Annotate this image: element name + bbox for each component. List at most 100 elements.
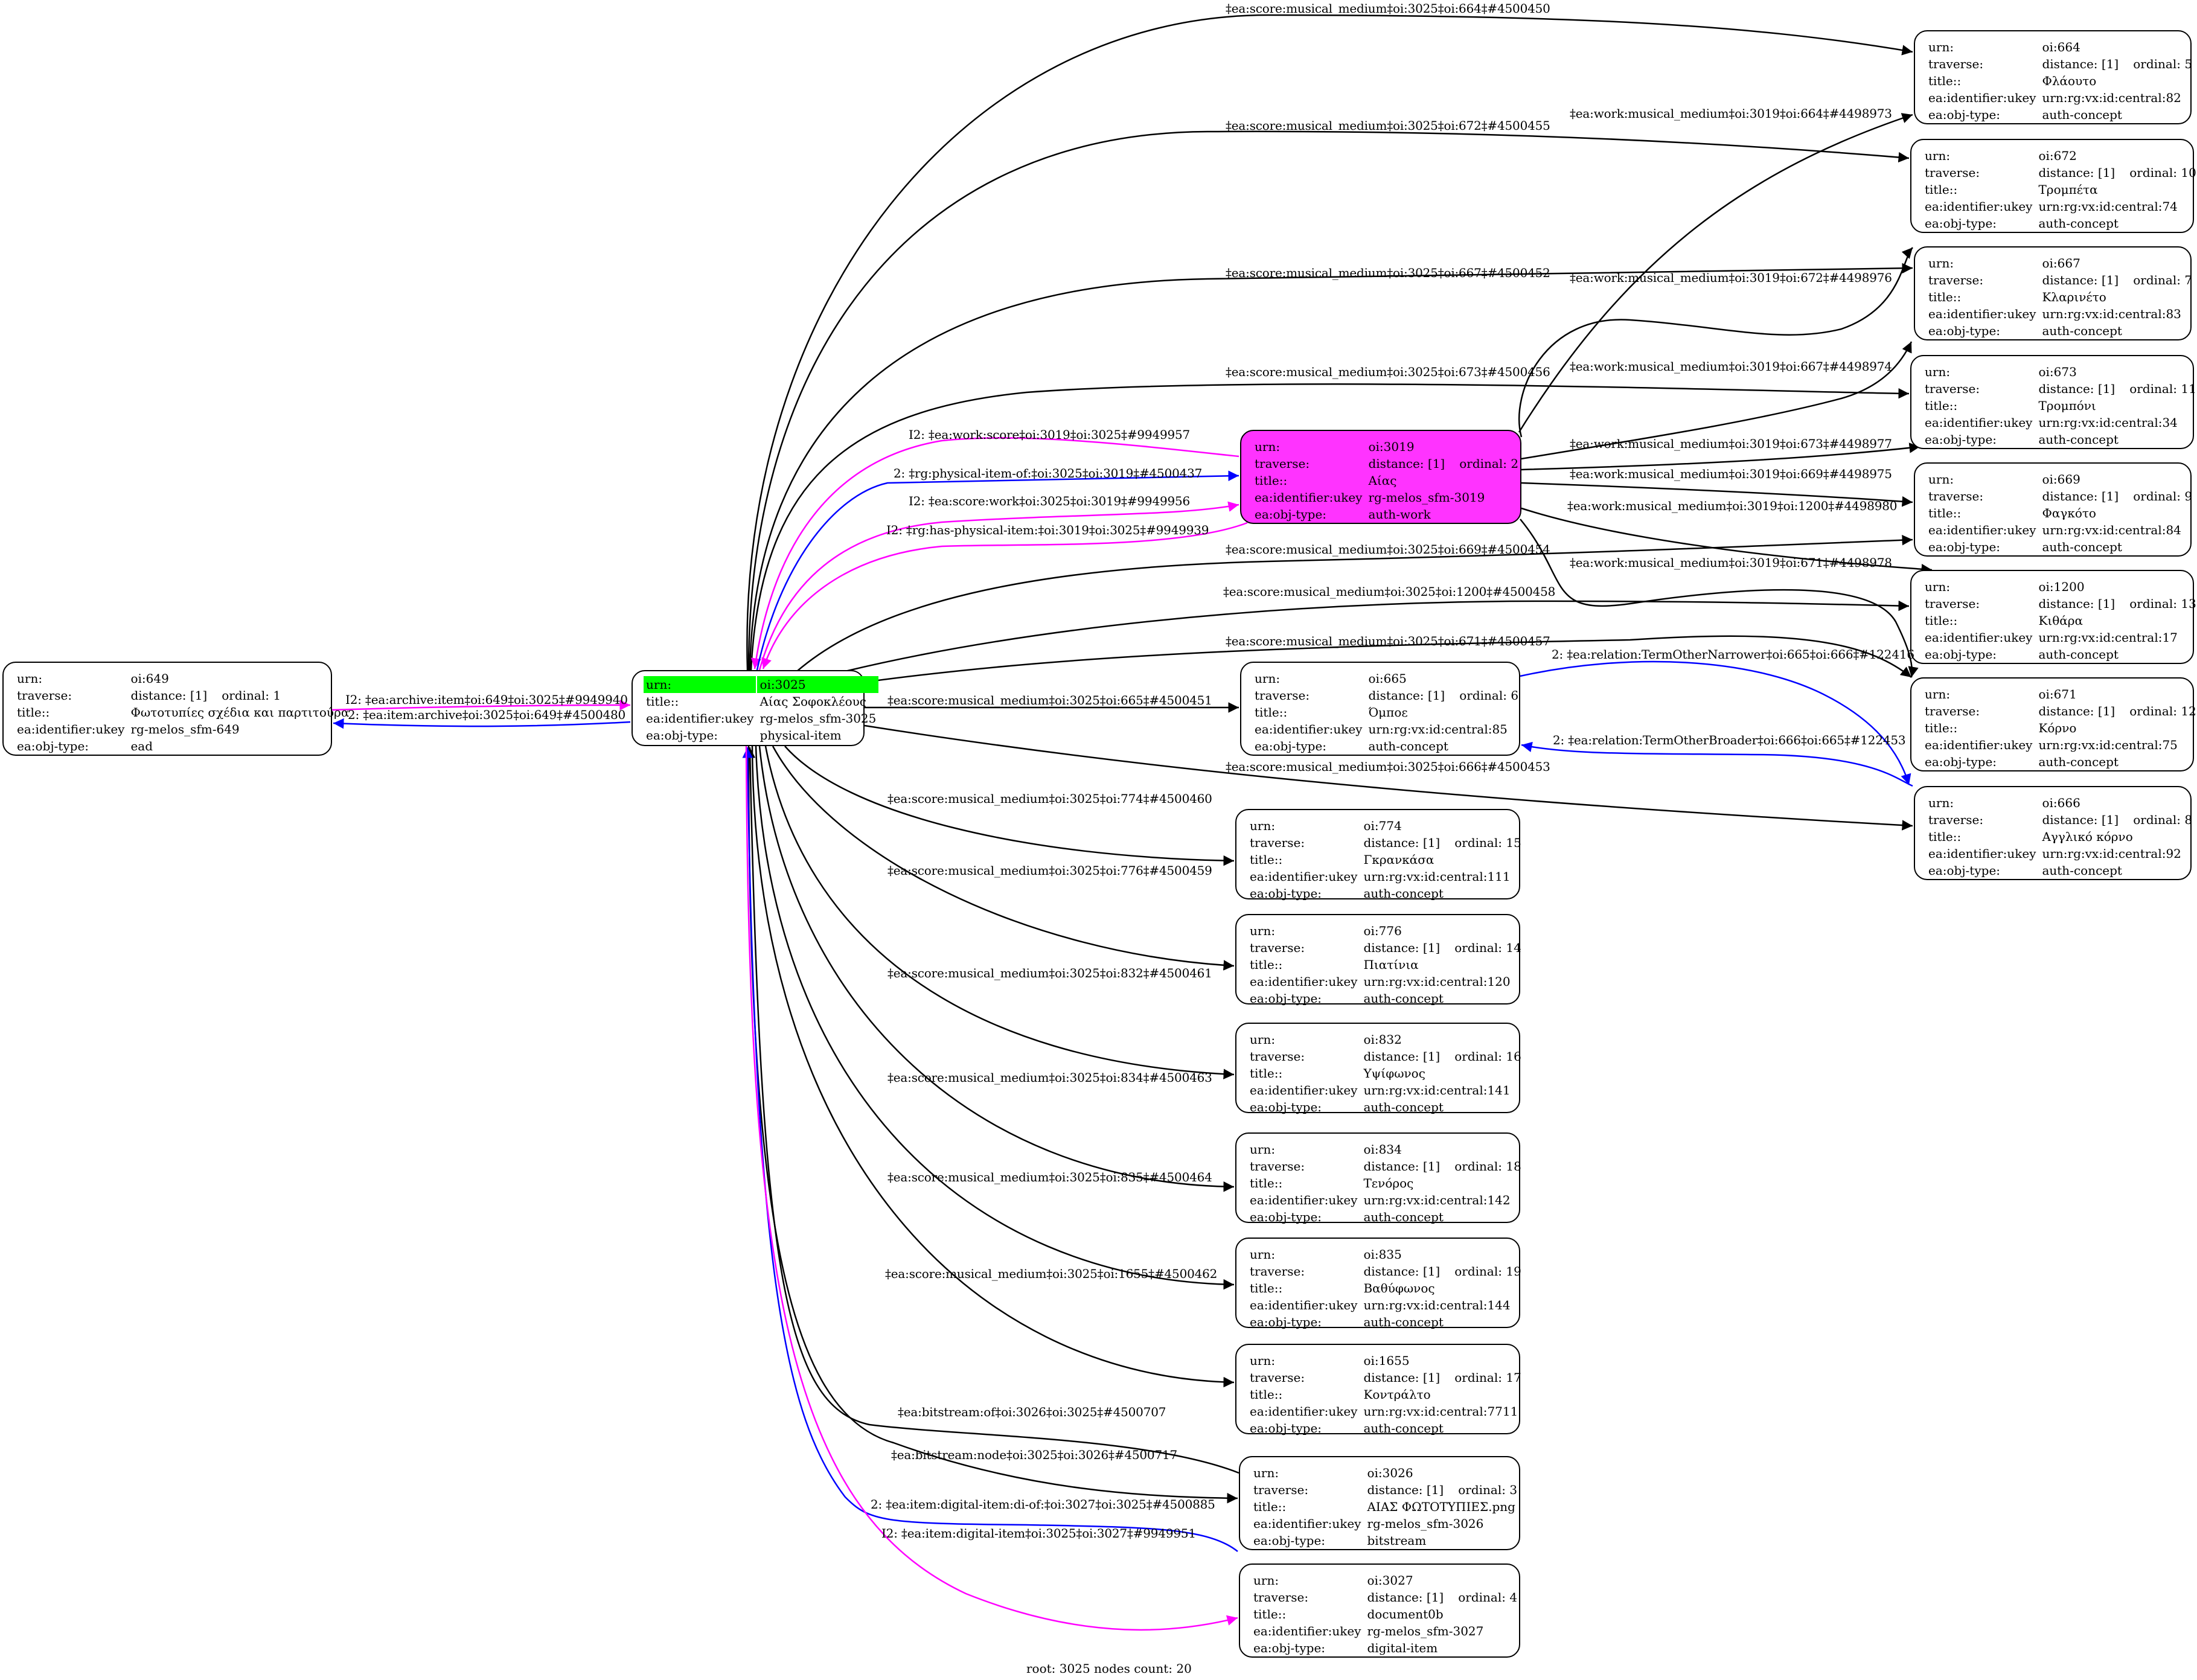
field-label: urn:: [1928, 40, 1954, 54]
node-row-title: title::Υψίφωνος: [1247, 1065, 1524, 1082]
edge-label: ‡ea:score:musical_medium‡oi:3025‡oi:664‡…: [1226, 1, 1550, 16]
field-label: ea:identifier:ukey: [1250, 1193, 1358, 1207]
field-label: ea:obj-type:: [1925, 432, 1997, 447]
edge-e1: [331, 700, 631, 711]
field-value: Γκρανκάσα: [1363, 852, 1434, 867]
field-label: traverse:: [1253, 1590, 1309, 1605]
traverse-distance: distance: [1]: [1363, 835, 1441, 850]
field-label: ea:obj-type:: [1925, 647, 1997, 662]
field-value: urn:rg:vx:id:central:83: [2042, 307, 2181, 321]
traverse-distance: distance: [1]: [2042, 57, 2119, 71]
node-row-urn: urn:oi:774: [1247, 817, 1524, 834]
field-value: urn:rg:vx:id:central:34: [2038, 415, 2178, 430]
field-label: ea:obj-type:: [1928, 107, 2001, 122]
field-label: title::: [1253, 1607, 1287, 1621]
node-row-objtype: ea:obj-type:auth-concept: [1247, 1420, 1524, 1437]
field-value: urn:rg:vx:id:central:111: [1363, 869, 1511, 884]
field-value: Κλαρινέτο: [2042, 290, 2106, 304]
node-row-urn: urn:oi:1655: [1247, 1352, 1524, 1369]
node-row-urn: urn:oi:669: [1926, 471, 2195, 488]
field-label: ea:obj-type:: [1250, 1421, 1322, 1436]
node-row-title: title::Αίας Σοφοκλέους: [644, 693, 878, 710]
traverse-distance: distance: [1]: [1363, 941, 1441, 955]
node-row-objtype: ea:obj-type:auth-concept: [1247, 990, 1524, 1007]
edge-label: ‡ea:work:musical_medium‡oi:3019‡oi:664‡#…: [1570, 106, 1892, 121]
edge-label: ‡ea:score:musical_medium‡oi:3025‡oi:665‡…: [887, 693, 1212, 707]
field-value: oi:666: [2042, 796, 2080, 810]
edge-e5: [749, 263, 1913, 671]
edge-label: ‡ea:score:musical_medium‡oi:3025‡oi:667‡…: [1226, 266, 1550, 280]
edge-e34: [1521, 741, 1913, 787]
field-label: ea:obj-type:: [1250, 1100, 1322, 1114]
field-value: urn:rg:vx:id:central:74: [2038, 199, 2178, 214]
field-value: urn:rg:vx:id:central:144: [1363, 1298, 1511, 1312]
field-label: ea:identifier:ukey: [1250, 974, 1358, 989]
field-label: traverse:: [1255, 456, 1310, 471]
traverse-ordinal: ordinal: 15: [1454, 835, 1521, 850]
edge-label: ‡ea:score:musical_medium‡oi:3025‡oi:832‡…: [887, 966, 1212, 980]
edge-label: I2: ‡ea:score:work‡oi:3025‡oi:3019‡#9949…: [909, 494, 1191, 508]
node-row-traverse: traverse: distance: [1]ordinal: 5: [1926, 56, 2195, 72]
field-label: ea:identifier:ukey: [1925, 630, 2033, 645]
traverse-distance: distance: [1]: [1368, 456, 1445, 471]
node-row-traverse: traverse:distance: [1]ordinal: 4: [1251, 1589, 1520, 1606]
edge-label: 2: ‡ea:item:archive‡oi:3025‡oi:649‡#4500…: [348, 707, 626, 722]
node-row-traverse: traverse:distance: [1]ordinal: 15: [1247, 834, 1524, 851]
field-label: title::: [1250, 957, 1283, 972]
node-row-objtype: ea:obj-type:auth-concept: [1926, 538, 2195, 555]
field-value: Τρομπόνι: [2038, 398, 2096, 413]
traverse-ordinal: ordinal: 19: [1454, 1264, 1521, 1279]
field-value: distance: [1]ordinal: 19: [1361, 1263, 1523, 1280]
field-label: traverse:: [1928, 489, 1984, 503]
edge-e6: [750, 383, 1910, 671]
field-value: distance: [1]ordinal: 5: [2039, 56, 2195, 72]
field-value: auth-concept: [1363, 1210, 1444, 1224]
field-label: ea:obj-type:: [1253, 1533, 1326, 1548]
node-row-urn: urn:oi:667: [1926, 255, 2195, 272]
field-value: Κοντράλτο: [1363, 1387, 1431, 1402]
edge-e32: [1520, 519, 1919, 678]
field-label: ea:identifier:ukey: [1253, 1624, 1361, 1638]
edge-e17: [772, 746, 1235, 971]
field-label: urn:: [1925, 687, 1951, 701]
field-label: traverse:: [1250, 1049, 1305, 1064]
node-row-title: title::Αίας: [1252, 472, 1521, 489]
traverse-distance: distance: [1]: [1367, 1590, 1444, 1605]
field-label: traverse:: [1928, 57, 1984, 71]
node-row-objtype: ea:obj-type:auth-work: [1252, 506, 1521, 523]
field-value: auth-concept: [1368, 739, 1448, 753]
field-value: urn:rg:vx:id:central:84: [2042, 523, 2181, 537]
field-label: ea:obj-type:: [1925, 755, 1997, 769]
field-value: oi:3025: [757, 676, 879, 693]
node-row-traverse: traverse:distance: [1]ordinal: 3: [1251, 1481, 1520, 1498]
node-row-title: title::Φωτοτυπίες σχέδια και παρτιτούρα: [14, 704, 351, 721]
field-value: Κόρνο: [2038, 721, 2077, 735]
edge-e26: [1518, 113, 1913, 433]
traverse-distance: distance: [1]: [2042, 273, 2119, 287]
